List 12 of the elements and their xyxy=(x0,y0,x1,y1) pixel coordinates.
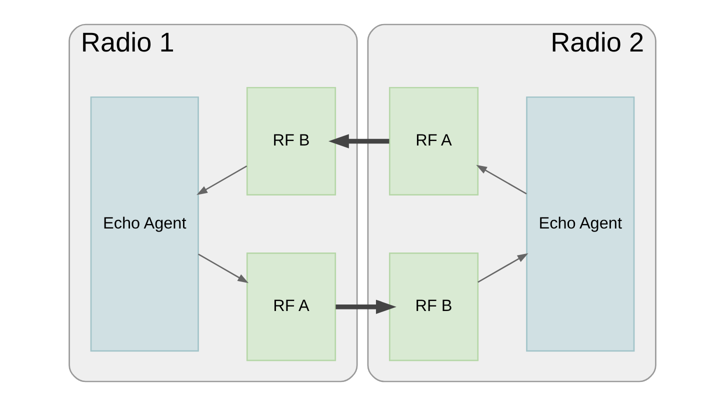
node-box: Echo Agent xyxy=(90,96,199,352)
arrow xyxy=(478,253,528,283)
node-box: RF B xyxy=(388,252,479,362)
arrow xyxy=(198,254,249,284)
arrow xyxy=(476,164,527,194)
arrow xyxy=(336,300,396,314)
node-box: Echo Agent xyxy=(526,96,635,352)
arrow xyxy=(196,165,248,195)
node-box: RF A xyxy=(388,86,479,196)
node-box: RF B xyxy=(246,86,336,196)
node-box: RF A xyxy=(246,252,336,362)
arrow xyxy=(328,134,390,148)
